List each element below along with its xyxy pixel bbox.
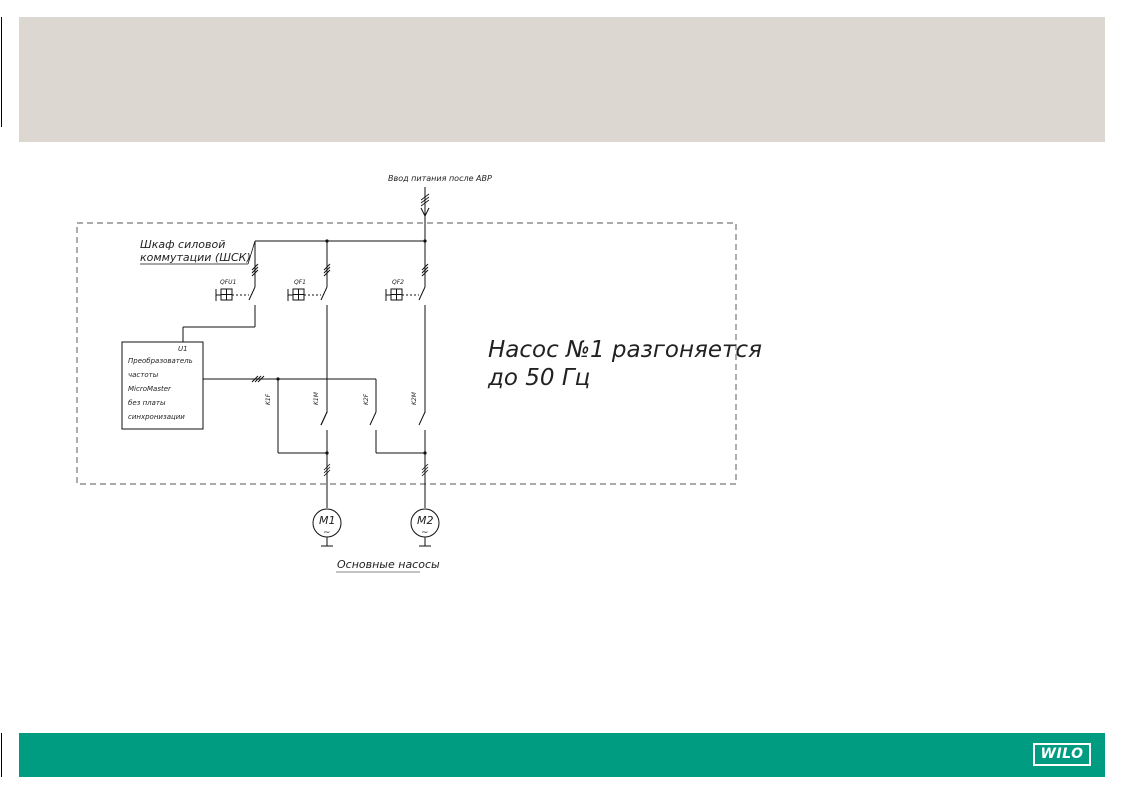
converter-box bbox=[121, 341, 204, 430]
frame-tick-bottom bbox=[1, 733, 2, 777]
motor-m2: M2 ~ bbox=[410, 508, 440, 547]
k1f-label: K1F bbox=[265, 393, 272, 405]
pumps-label: Основные насосы bbox=[337, 558, 440, 571]
qf1-breaker-icon bbox=[287, 288, 321, 301]
cabinet-label-line2: коммутации (ШСК) bbox=[140, 251, 251, 264]
motor-m1-label: M1 bbox=[319, 514, 336, 527]
power-input-label: Ввод питания после АВР bbox=[388, 174, 492, 183]
status-line-1: Насос №1 разгоняется bbox=[488, 337, 762, 363]
power-input-phase-marks bbox=[420, 193, 430, 207]
k2m-label: K2M bbox=[411, 391, 418, 405]
motor-m2-ac-symbol: ~ bbox=[421, 528, 429, 538]
cabinet-label-leader bbox=[247, 240, 256, 265]
power-input-arrow bbox=[420, 207, 430, 218]
branch-qf2 bbox=[418, 241, 429, 420]
converter-id: U1 bbox=[178, 345, 188, 353]
motor-m1: M1 ~ bbox=[312, 508, 342, 547]
status-line-2: до 50 Гц bbox=[487, 365, 590, 391]
converter-line-3: MicroMaster bbox=[128, 385, 172, 393]
motor-m1-ac-symbol: ~ bbox=[323, 528, 331, 538]
motor-m2-label: M2 bbox=[417, 514, 434, 527]
converter-line-1: Преобразователь bbox=[128, 357, 193, 365]
converter-line-4: без платы bbox=[128, 399, 166, 407]
wilo-logo: WILO bbox=[1033, 743, 1091, 766]
converter-output-bus bbox=[203, 375, 425, 454]
m1-feed-node bbox=[325, 451, 329, 455]
m2-feed-node bbox=[423, 451, 427, 455]
wilo-logo-text: WILO bbox=[1035, 745, 1089, 764]
converter-line-2: частоты bbox=[128, 371, 159, 379]
frame-tick-top bbox=[1, 17, 2, 127]
converter-bus-node bbox=[276, 377, 280, 381]
qf1-label: QF1 bbox=[294, 279, 306, 286]
branch-qfu1 bbox=[182, 241, 259, 342]
cabinet-label-line1: Шкаф силовой bbox=[140, 238, 225, 251]
footer-band bbox=[19, 733, 1105, 777]
k1m-label: K1M bbox=[313, 391, 320, 405]
header-band bbox=[19, 17, 1105, 142]
qfu1-breaker-icon bbox=[215, 288, 249, 301]
k2f-label: K2F bbox=[363, 393, 370, 405]
qf2-label: QF2 bbox=[392, 279, 404, 286]
converter-line-5: синхронизации bbox=[128, 413, 185, 421]
qf2-breaker-icon bbox=[385, 288, 419, 301]
qfu1-label: QFU1 bbox=[220, 279, 236, 286]
output-phase-marks bbox=[323, 463, 429, 477]
branch-qf1 bbox=[320, 241, 331, 420]
